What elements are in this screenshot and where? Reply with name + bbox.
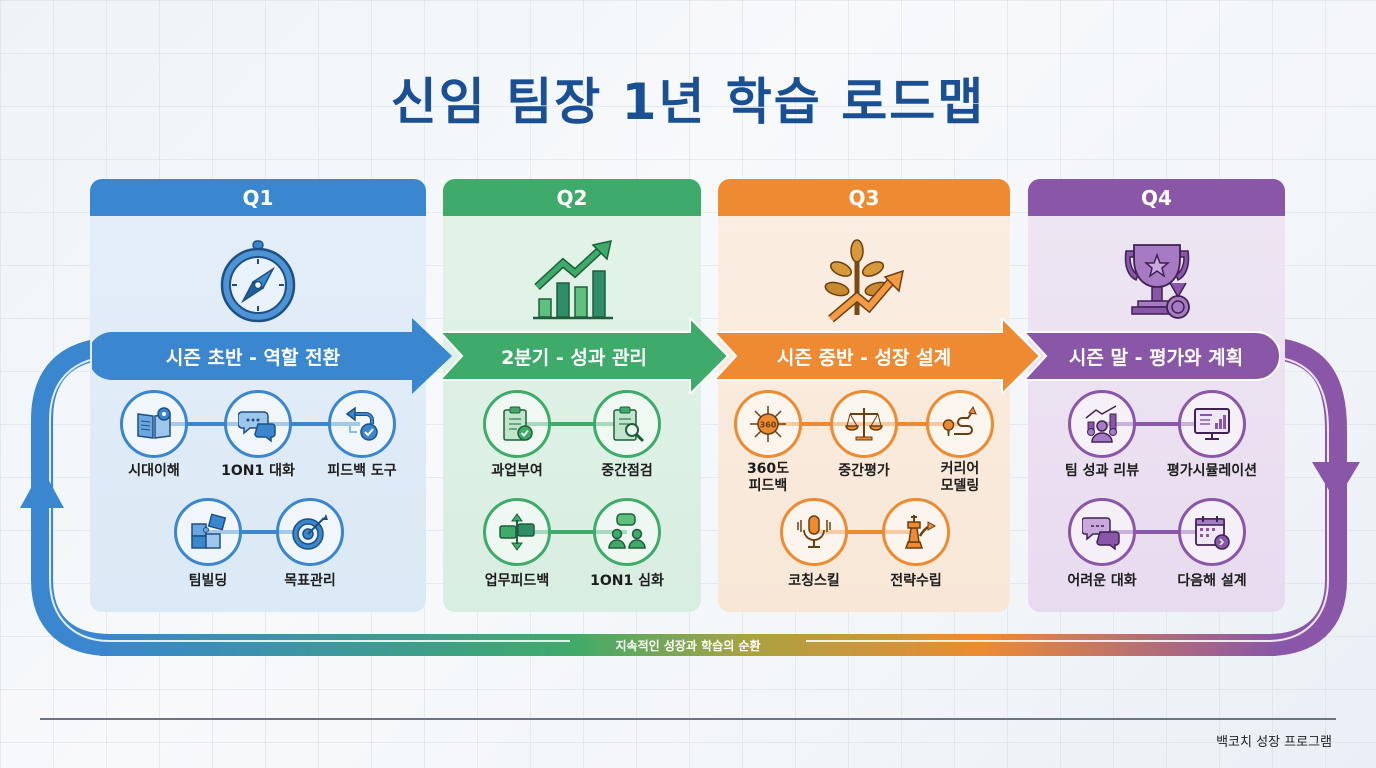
quarter-header: Q4: [1028, 179, 1285, 216]
exchange-icon: [499, 513, 535, 551]
node-1on1-advanced[interactable]: [593, 498, 661, 566]
growth-chart-icon: [533, 240, 613, 320]
node-goal-management[interactable]: [276, 498, 344, 566]
microphone-icon: [797, 515, 831, 548]
quarter-header: Q2: [443, 179, 701, 216]
node-midterm-check[interactable]: [593, 390, 661, 458]
phase-banner-label: 시즌 말 - 평가와 계획: [1068, 346, 1244, 369]
node-team-building[interactable]: [174, 498, 242, 566]
node-team-performance-review[interactable]: [1068, 390, 1136, 458]
node-label: 중간점검: [601, 463, 653, 479]
node-evaluation-simulation[interactable]: [1178, 390, 1246, 458]
node-1on1-talk[interactable]: [224, 390, 292, 458]
node-label: 목표관리: [284, 573, 336, 589]
compass-icon: [220, 240, 296, 323]
node-si-dae-ihae[interactable]: [120, 390, 188, 458]
path-icon: [942, 405, 977, 437]
360-icon: 360: [750, 406, 786, 442]
node-label: 다음해 설계: [1177, 573, 1247, 589]
node-connector: [517, 530, 627, 534]
phase-banner-q1: 시즌 초반 - 역할 전환: [92, 318, 454, 394]
node-career-modeling[interactable]: [926, 390, 994, 458]
node-label: 1ON1 심화: [590, 573, 664, 589]
node-label: 어려운 대화: [1067, 573, 1137, 589]
node-task-assignment[interactable]: [483, 390, 551, 458]
phase-banner-label: 2분기 - 성과 관리: [501, 346, 647, 369]
node-connector: [208, 530, 308, 534]
quarter-card-q4: Q4 팀 성과 리뷰 평가시뮬레이션 어려운 대화 다음해 설계: [1028, 179, 1285, 612]
monitor-chart-icon: [1194, 408, 1230, 440]
page-title: 신임 팀장 1년 학습 로드맵: [390, 73, 986, 131]
book-gear-icon: [137, 407, 171, 439]
node-label: 피드백 도구: [327, 463, 397, 479]
up-arrow-icon: [20, 468, 64, 508]
node-midterm-evaluation[interactable]: [830, 390, 898, 458]
chat-bubbles-icon: [238, 411, 276, 443]
node-label: 시대이해: [128, 463, 180, 479]
phase-banner-q3: 시즌 중반 - 성장 설계: [714, 318, 1042, 394]
chat-icon: [1082, 517, 1120, 551]
clipboard-search-icon: [613, 406, 645, 443]
quarter-label: Q1: [242, 185, 274, 210]
node-label: 코칭스킬: [788, 573, 840, 589]
node-label: 평가시뮬레이션: [1166, 463, 1258, 479]
clipboard-check-icon: [503, 406, 533, 441]
node-coaching-skill[interactable]: [780, 498, 848, 566]
quarter-label: Q4: [1141, 185, 1172, 210]
quarter-card-q3: Q3 360 360도 피드백 중간평가 커리어 모델링 코칭스킬 전략수립: [718, 179, 1010, 612]
quarter-header: Q1: [90, 179, 426, 216]
node-connector: [814, 530, 914, 534]
node-label: 팀빌딩: [188, 573, 228, 589]
quarter-header: Q3: [718, 179, 1010, 216]
node-difficult-conversation[interactable]: [1068, 498, 1136, 566]
node-strategy-planning[interactable]: [882, 498, 950, 566]
phase-banner-q4: 시즌 말 - 평가와 계획: [1024, 318, 1280, 394]
phase-banner-label: 시즌 중반 - 성장 설계: [776, 346, 952, 369]
chess-icon: [904, 515, 936, 549]
quarter-card-q1: Q1 시대이해 1ON1 대화 피드백 도구 팀빌딩 목표관리: [90, 179, 426, 612]
node-label: 과업부여: [491, 463, 543, 479]
target-icon: [292, 514, 328, 550]
team-chart-icon: [1085, 405, 1117, 443]
node-label: 전략수립: [890, 573, 942, 589]
calendar-icon: [1195, 516, 1230, 550]
plant-growth-icon: [824, 239, 904, 323]
node-work-feedback[interactable]: [483, 498, 551, 566]
node-360-feedback[interactable]: 360: [734, 390, 802, 458]
cycle-label: 지속적인 성장과 학습의 순환: [615, 639, 761, 653]
down-arrow-icon: [1312, 462, 1360, 502]
node-label: 1ON1 대화: [221, 463, 295, 479]
scale-icon: [845, 408, 883, 441]
footer-brand: 백코치 성장 프로그램: [1216, 735, 1332, 750]
node-connector: [1102, 530, 1212, 534]
quarter-label: Q2: [556, 185, 588, 210]
phase-banner-label: 시즌 초반 - 역할 전환: [165, 346, 341, 369]
node-connector: [1102, 422, 1212, 426]
node-label: 업무피드백: [484, 573, 550, 589]
quarter-card-q2: Q2 과업부여 중간점검 업무피드백 1ON1 심화: [443, 179, 701, 612]
quarter-label: Q3: [848, 185, 880, 210]
node-label: 360도 피드백: [746, 461, 790, 494]
node-label: 팀 성과 리뷰: [1064, 463, 1140, 479]
trophy-icon: [1124, 244, 1190, 319]
footer-divider: [40, 718, 1336, 720]
node-connector: [517, 422, 627, 426]
people-chat-icon: [608, 513, 646, 549]
node-next-year-planning[interactable]: [1178, 498, 1246, 566]
node-feedback-tools[interactable]: [328, 390, 396, 458]
feedback-loop-icon: [345, 406, 378, 441]
svg-text:360: 360: [760, 421, 777, 430]
node-label: 중간평가: [838, 463, 890, 479]
node-label: 커리어 모델링: [940, 461, 980, 494]
puzzle-icon: [191, 513, 227, 549]
phase-banner-q2: 2분기 - 성과 관리: [440, 318, 730, 394]
